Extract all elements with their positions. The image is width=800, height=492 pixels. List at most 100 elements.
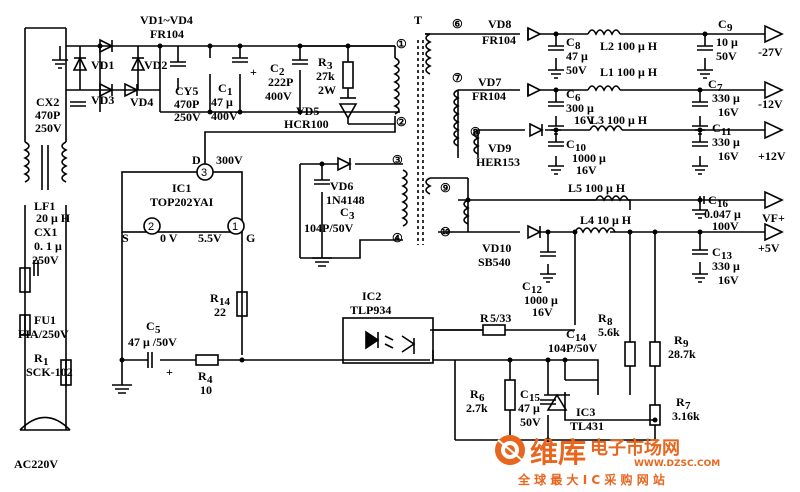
watermark-url: WWW.DZSC.COM	[634, 459, 720, 469]
inductor-symbols	[23, 29, 629, 234]
watermark-logo-icon	[495, 435, 525, 465]
label-cx1: CX1	[34, 225, 57, 239]
label-r4-val: 10	[200, 383, 212, 397]
label-vd5: VD5	[296, 104, 319, 118]
label-ic3: IC3	[576, 405, 595, 419]
label-c7: C	[708, 77, 717, 91]
bridge-diodes	[72, 38, 146, 98]
label-ic1-p3: 3	[201, 167, 207, 179]
label-c8-volt: 50V	[566, 63, 587, 77]
junction-dots	[97, 31, 708, 443]
label-c3-sub: 3	[349, 210, 355, 222]
ic-pin-circles	[143, 163, 245, 235]
label-c15-sub: 15	[529, 392, 541, 404]
label-vd4: VD4	[130, 95, 153, 109]
label-r3-pw: 2W	[318, 83, 336, 97]
label-vd1-vd4-type: FR104	[150, 27, 184, 41]
label-c2: C	[270, 61, 279, 75]
optocoupler	[365, 330, 416, 354]
label-r6: R	[470, 387, 479, 401]
label-c1: C	[218, 81, 227, 95]
label-out-p12: +12V	[758, 149, 786, 163]
label-c11-val: 330 μ	[712, 135, 740, 149]
label-c16: C	[708, 193, 717, 207]
label-cx1-volt: 250V	[32, 253, 59, 267]
label-out-vf: VF+	[762, 211, 785, 225]
label-ic1-type: TOP202YAI	[150, 195, 214, 209]
label-r8-val: 5.6k	[598, 325, 620, 339]
label-c13-val: 330 μ	[712, 259, 740, 273]
label-c7-volt: 16V	[718, 105, 739, 119]
output-arrows	[764, 24, 784, 242]
label-c6-volt: 16V	[574, 113, 595, 127]
label-fu1-val: FIA/250V	[18, 327, 69, 341]
label-r8-sub: 8	[607, 316, 613, 328]
fuse-and-plug	[19, 267, 71, 431]
label-w2: ②	[396, 115, 407, 129]
label-vd6: VD6	[330, 179, 353, 193]
label-w10: ⑩	[440, 225, 451, 239]
label-c12-volt: 16V	[532, 305, 553, 319]
label-c9-sub: 9	[727, 22, 733, 34]
label-r6-val: 2.7k	[466, 401, 488, 415]
label-c1-val: 47 μ	[211, 95, 233, 109]
label-c3: C	[340, 205, 349, 219]
label-out-p5: +5V	[758, 241, 780, 255]
label-c10-volt: 16V	[576, 163, 597, 177]
label-r3: R	[318, 55, 327, 69]
label-c15-volt: 50V	[520, 415, 541, 429]
label-cy5-val: 470P	[174, 97, 199, 111]
label-l5: L5 100 μ H	[568, 181, 626, 195]
label-c12-val: 1000 μ	[524, 293, 558, 307]
label-l4: L4 10 μ H	[580, 213, 632, 227]
label-c8: C	[566, 35, 575, 49]
label-vd3: VD3	[91, 93, 114, 107]
label-l3: L3 100 μ H	[590, 113, 648, 127]
label-c16-sub: 16	[717, 198, 729, 210]
label-vd8-type: FR104	[482, 33, 516, 47]
label-vd9: VD9	[488, 141, 511, 155]
label-c2-volt: 400V	[265, 89, 292, 103]
label-c15: C	[520, 387, 529, 401]
label-c12: C	[522, 279, 531, 293]
label-vd10: VD10	[482, 241, 511, 255]
label-c5-val: 47 μ /50V	[128, 335, 177, 349]
label-r8: R	[598, 311, 607, 325]
label-ic2-type: TLP934	[350, 303, 391, 317]
label-ic3-type: TL431	[570, 419, 604, 433]
label-out-m27: -27V	[758, 45, 783, 59]
label-l1: L1 100 μ H	[600, 65, 658, 79]
label-r3-val: 27k	[316, 69, 335, 83]
label-r9: R	[674, 333, 683, 347]
label-c2-val: 222P	[268, 75, 293, 89]
label-r6-sub: 6	[479, 392, 485, 404]
label-w6: ⑥	[452, 17, 463, 31]
label-c3-val: 104P/50V	[304, 221, 354, 235]
label-cx2-volt: 250V	[35, 121, 62, 135]
label-t: T	[414, 13, 422, 27]
label-ac: AC220V	[14, 457, 58, 471]
label-l2: L2 100 μ H	[600, 39, 658, 53]
label-r14: R	[210, 291, 219, 305]
label-c14: C	[566, 327, 575, 341]
label-r14-sub: 14	[219, 296, 231, 308]
label-vd1: VD1	[91, 58, 114, 72]
label-c12-sub: 12	[531, 284, 543, 296]
label-c14-sub: 14	[575, 332, 587, 344]
label-r9-val: 28.7k	[668, 347, 696, 361]
label-vd5-type: HCR100	[284, 117, 329, 131]
label-c1-plus: +	[250, 65, 257, 79]
label-vd2: VD2	[144, 58, 167, 72]
label-ic1: IC1	[172, 181, 191, 195]
label-ic2: IC2	[362, 289, 381, 303]
label-c16-val: 0.047 μ	[704, 207, 741, 221]
label-cx1-val: 0. 1 μ	[34, 239, 62, 253]
label-vd8: VD8	[488, 17, 511, 31]
label-c13-sub: 13	[721, 250, 733, 262]
label-r1: R	[34, 351, 43, 365]
label-r1-sub: 1	[43, 356, 49, 368]
label-c14-val: 104P/50V	[548, 341, 598, 355]
label-w3: ③	[392, 153, 403, 167]
label-c8-val: 47 μ	[566, 49, 588, 63]
